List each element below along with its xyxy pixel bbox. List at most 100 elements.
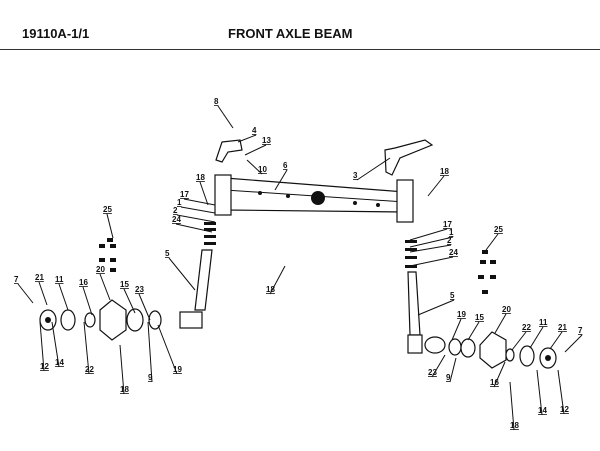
callout-4: 4	[237, 126, 257, 143]
leader-line	[409, 244, 452, 253]
callout-number: 5	[165, 249, 170, 258]
callout-number: 2	[173, 206, 178, 215]
callout-number: 4	[252, 126, 257, 135]
callout-number: 22	[522, 323, 531, 332]
callout-18: 18	[196, 173, 209, 206]
leader-line	[176, 214, 216, 223]
leader-line	[168, 257, 196, 291]
callout-23: 23	[428, 354, 446, 378]
callout-number: 19	[173, 365, 182, 374]
callout-number: 1	[449, 228, 454, 237]
part-number: 19110A-1/1	[22, 26, 90, 41]
leader-line	[467, 321, 480, 341]
callout-11: 11	[55, 275, 69, 311]
callout-2: 2	[173, 206, 216, 223]
leader-line	[451, 318, 462, 341]
callout-1: 1	[177, 198, 216, 214]
callout-18: 18	[427, 167, 449, 197]
callout-7: 7	[14, 275, 34, 304]
page-title: FRONT AXLE BEAM	[228, 26, 353, 41]
callout-number: 12	[560, 405, 569, 414]
callout-19: 19	[451, 310, 466, 341]
axle-beam	[214, 174, 414, 223]
leader-line	[485, 233, 499, 251]
leader-line	[564, 334, 583, 353]
leader-line	[99, 273, 111, 301]
callout-number: 11	[55, 275, 64, 284]
callout-number: 3	[353, 171, 358, 180]
callout-25: 25	[485, 225, 503, 251]
leader-line	[119, 344, 125, 395]
callout-24: 24	[409, 248, 458, 267]
leader-line	[244, 144, 267, 156]
leader-line	[217, 105, 234, 129]
callout-7: 7	[564, 326, 583, 353]
leader-line	[494, 313, 507, 334]
callout-18: 18	[119, 344, 129, 395]
leader-line	[409, 236, 454, 248]
callout-number: 7	[578, 326, 583, 335]
callout-2: 2	[409, 236, 452, 253]
leader-line	[199, 181, 209, 206]
leader-line	[409, 228, 448, 241]
callout-number: 9	[148, 373, 153, 382]
leader-line	[536, 369, 543, 416]
callout-number: 25	[103, 205, 112, 214]
leader-line	[106, 213, 114, 239]
leader-line	[38, 281, 48, 306]
callout-9: 9	[147, 321, 153, 383]
callout-number: 18	[120, 385, 129, 394]
callout-16: 16	[79, 278, 93, 316]
leader-line	[529, 326, 544, 349]
leader-line	[409, 256, 454, 267]
callout-number: 18	[196, 173, 205, 182]
leader-line	[175, 223, 213, 233]
leader-line	[274, 169, 288, 191]
callout-number: 11	[539, 318, 548, 327]
callout-number: 24	[172, 215, 181, 224]
callout-number: 19	[457, 310, 466, 319]
callout-number: 8	[214, 97, 219, 106]
callout-number: 2	[447, 236, 452, 245]
callout-number: 9	[446, 373, 451, 382]
callout-19: 19	[157, 324, 182, 375]
leader-line	[511, 331, 527, 351]
callout-number: 12	[40, 362, 49, 371]
leader-line	[427, 175, 445, 197]
callout-25: 25	[103, 205, 114, 239]
callout-number: 10	[258, 165, 267, 174]
callout-12: 12	[39, 321, 49, 372]
callout-12: 12	[557, 369, 569, 415]
callout-number: 18	[510, 421, 519, 430]
callout-number: 23	[135, 285, 144, 294]
callout-22: 22	[83, 321, 94, 375]
callout-number: 21	[35, 273, 44, 282]
leader-line	[123, 288, 136, 314]
leader-line	[493, 361, 506, 388]
leader-line	[58, 283, 69, 311]
callout-23: 23	[135, 285, 151, 321]
callout-20: 20	[96, 265, 111, 301]
callout-number: 1	[177, 198, 182, 207]
callout-number: 15	[475, 313, 484, 322]
callout-1: 1	[409, 228, 454, 248]
callout-21: 21	[549, 323, 567, 350]
callout-9: 9	[446, 357, 457, 383]
callout-number: 25	[494, 225, 503, 234]
leader-line	[82, 286, 93, 316]
callout-6: 6	[274, 161, 288, 191]
leader-line	[246, 159, 263, 175]
callout-20: 20	[494, 305, 511, 334]
callout-number: 5	[450, 291, 455, 300]
callout-number: 21	[558, 323, 567, 332]
leader-line	[449, 357, 457, 383]
callout-17: 17	[409, 220, 452, 241]
callout-number: 18	[440, 167, 449, 176]
callout-number: 22	[85, 365, 94, 374]
leader-line	[509, 381, 515, 431]
callout-18: 18	[509, 381, 519, 431]
callout-number: 16	[490, 378, 499, 387]
callout-5: 5	[165, 249, 196, 291]
